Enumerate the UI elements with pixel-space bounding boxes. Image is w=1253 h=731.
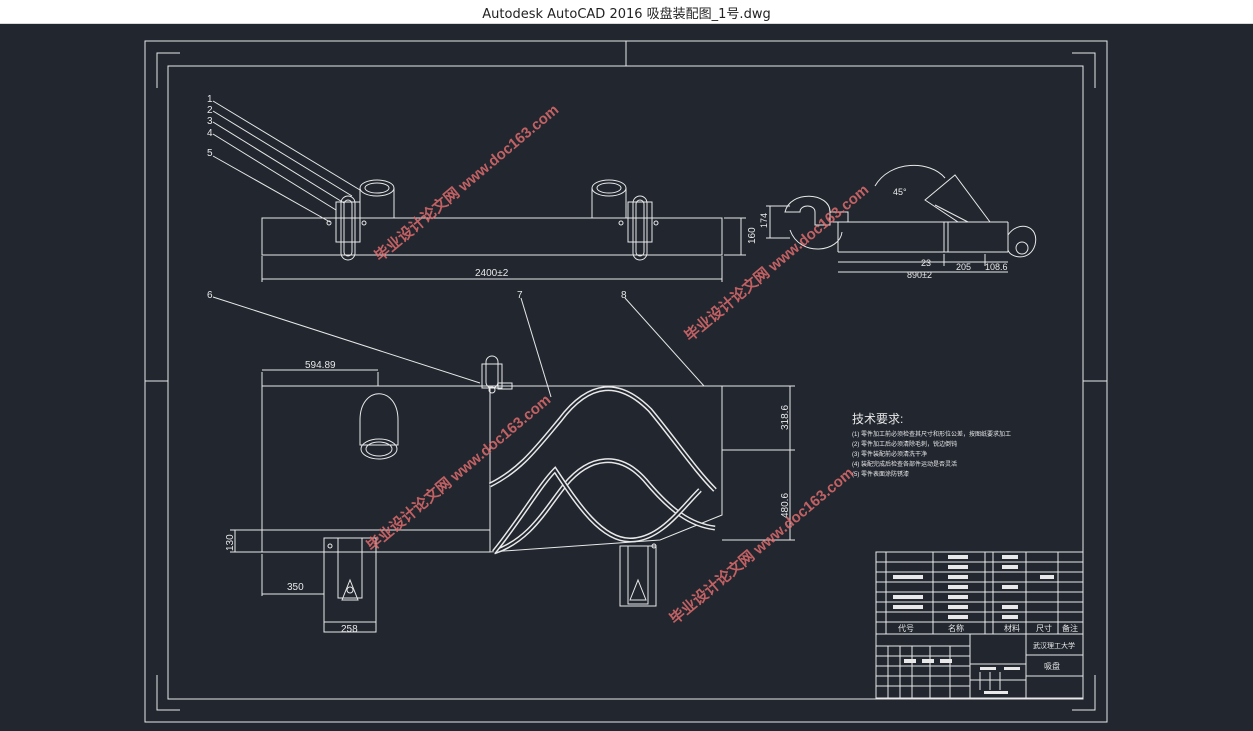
balloon-6: 6 — [207, 290, 213, 301]
balloon-3: 3 — [207, 116, 213, 127]
col-material: 材料 — [1004, 623, 1020, 633]
parts-list — [875, 551, 1084, 635]
dim-108: 108.6 — [985, 262, 1008, 272]
tech-line-4: (4) 装配完成后检查各部件运动是否灵活 — [852, 460, 957, 468]
dim-130: 130 — [225, 534, 236, 551]
window-title: Autodesk AutoCAD 2016 吸盘装配图_1号.dwg — [482, 7, 771, 22]
dim-2400: 2400±2 — [475, 268, 509, 279]
tech-line-1: (1) 零件加工前必须检查其尺寸和形位公差，按图纸要求加工 — [852, 430, 1011, 438]
tech-line-5: (5) 零件表面涂防锈漆 — [852, 470, 909, 478]
watermark-1: 毕业设计论文网 www.doc163.com — [371, 101, 562, 266]
outer-border — [144, 40, 1108, 723]
window-titlebar: Autodesk AutoCAD 2016 吸盘装配图_1号.dwg — [0, 0, 1253, 24]
watermark-group: 毕业设计论文网 www.doc163.com 毕业设计论文网 www.doc16… — [363, 101, 872, 629]
dim-480: 480.6 — [780, 493, 791, 518]
tech-line-2: (2) 零件加工后必须清除毛刺，锐边倒钝 — [852, 440, 957, 448]
plan-view-dims — [230, 369, 795, 632]
col-remark: 备注 — [1062, 623, 1078, 633]
balloon-7: 7 — [517, 290, 523, 301]
watermark-4: 毕业设计论文网 www.doc163.com — [666, 464, 857, 629]
dim-205: 205 — [956, 262, 971, 272]
balloon-8: 8 — [621, 290, 627, 301]
balloon-4: 4 — [207, 128, 213, 139]
school-name: 武汉理工大学 — [1033, 641, 1075, 650]
balloon-5: 5 — [207, 148, 213, 159]
dim-23: 23 — [921, 258, 931, 268]
dim-45deg: 45° — [893, 187, 907, 197]
dim-160: 160 — [747, 227, 758, 244]
front-view-dims — [261, 217, 746, 282]
col-name: 名称 — [948, 623, 964, 633]
side-view-left — [766, 195, 849, 250]
col-size: 尺寸 — [1036, 623, 1052, 633]
balloon-1: 1 — [207, 94, 213, 105]
tech-title: 技术要求: — [852, 412, 903, 426]
tech-lines: (1) 零件加工前必须检查其尺寸和形位公差，按图纸要求加工 (2) 零件加工后必… — [852, 430, 1011, 478]
part-title: 吸盘 — [1044, 661, 1060, 671]
dim-594: 594.89 — [305, 360, 336, 371]
watermark-2: 毕业设计论文网 www.doc163.com — [681, 181, 872, 346]
col-code: 代号 — [898, 623, 914, 633]
dim-318: 318.6 — [780, 405, 791, 430]
dim-258: 258 — [341, 624, 358, 635]
leader-lines — [212, 100, 705, 398]
tech-line-3: (3) 零件装配前必须清洗干净 — [852, 450, 927, 458]
dim-350: 350 — [287, 582, 304, 593]
front-view — [261, 179, 723, 261]
dim-174: 174 — [759, 213, 769, 228]
title-block — [875, 633, 1084, 699]
dim-890: 890±2 — [907, 270, 932, 280]
parts-fill — [893, 555, 1054, 619]
plan-view — [261, 355, 723, 633]
balloon-2: 2 — [207, 105, 213, 116]
side-view-right — [837, 165, 1037, 273]
inner-border — [167, 65, 1084, 700]
drawing-canvas[interactable]: 2400±2 160 1 2 3 4 5 6 7 8 174 — [0, 23, 1253, 726]
title-fill — [904, 659, 1020, 694]
